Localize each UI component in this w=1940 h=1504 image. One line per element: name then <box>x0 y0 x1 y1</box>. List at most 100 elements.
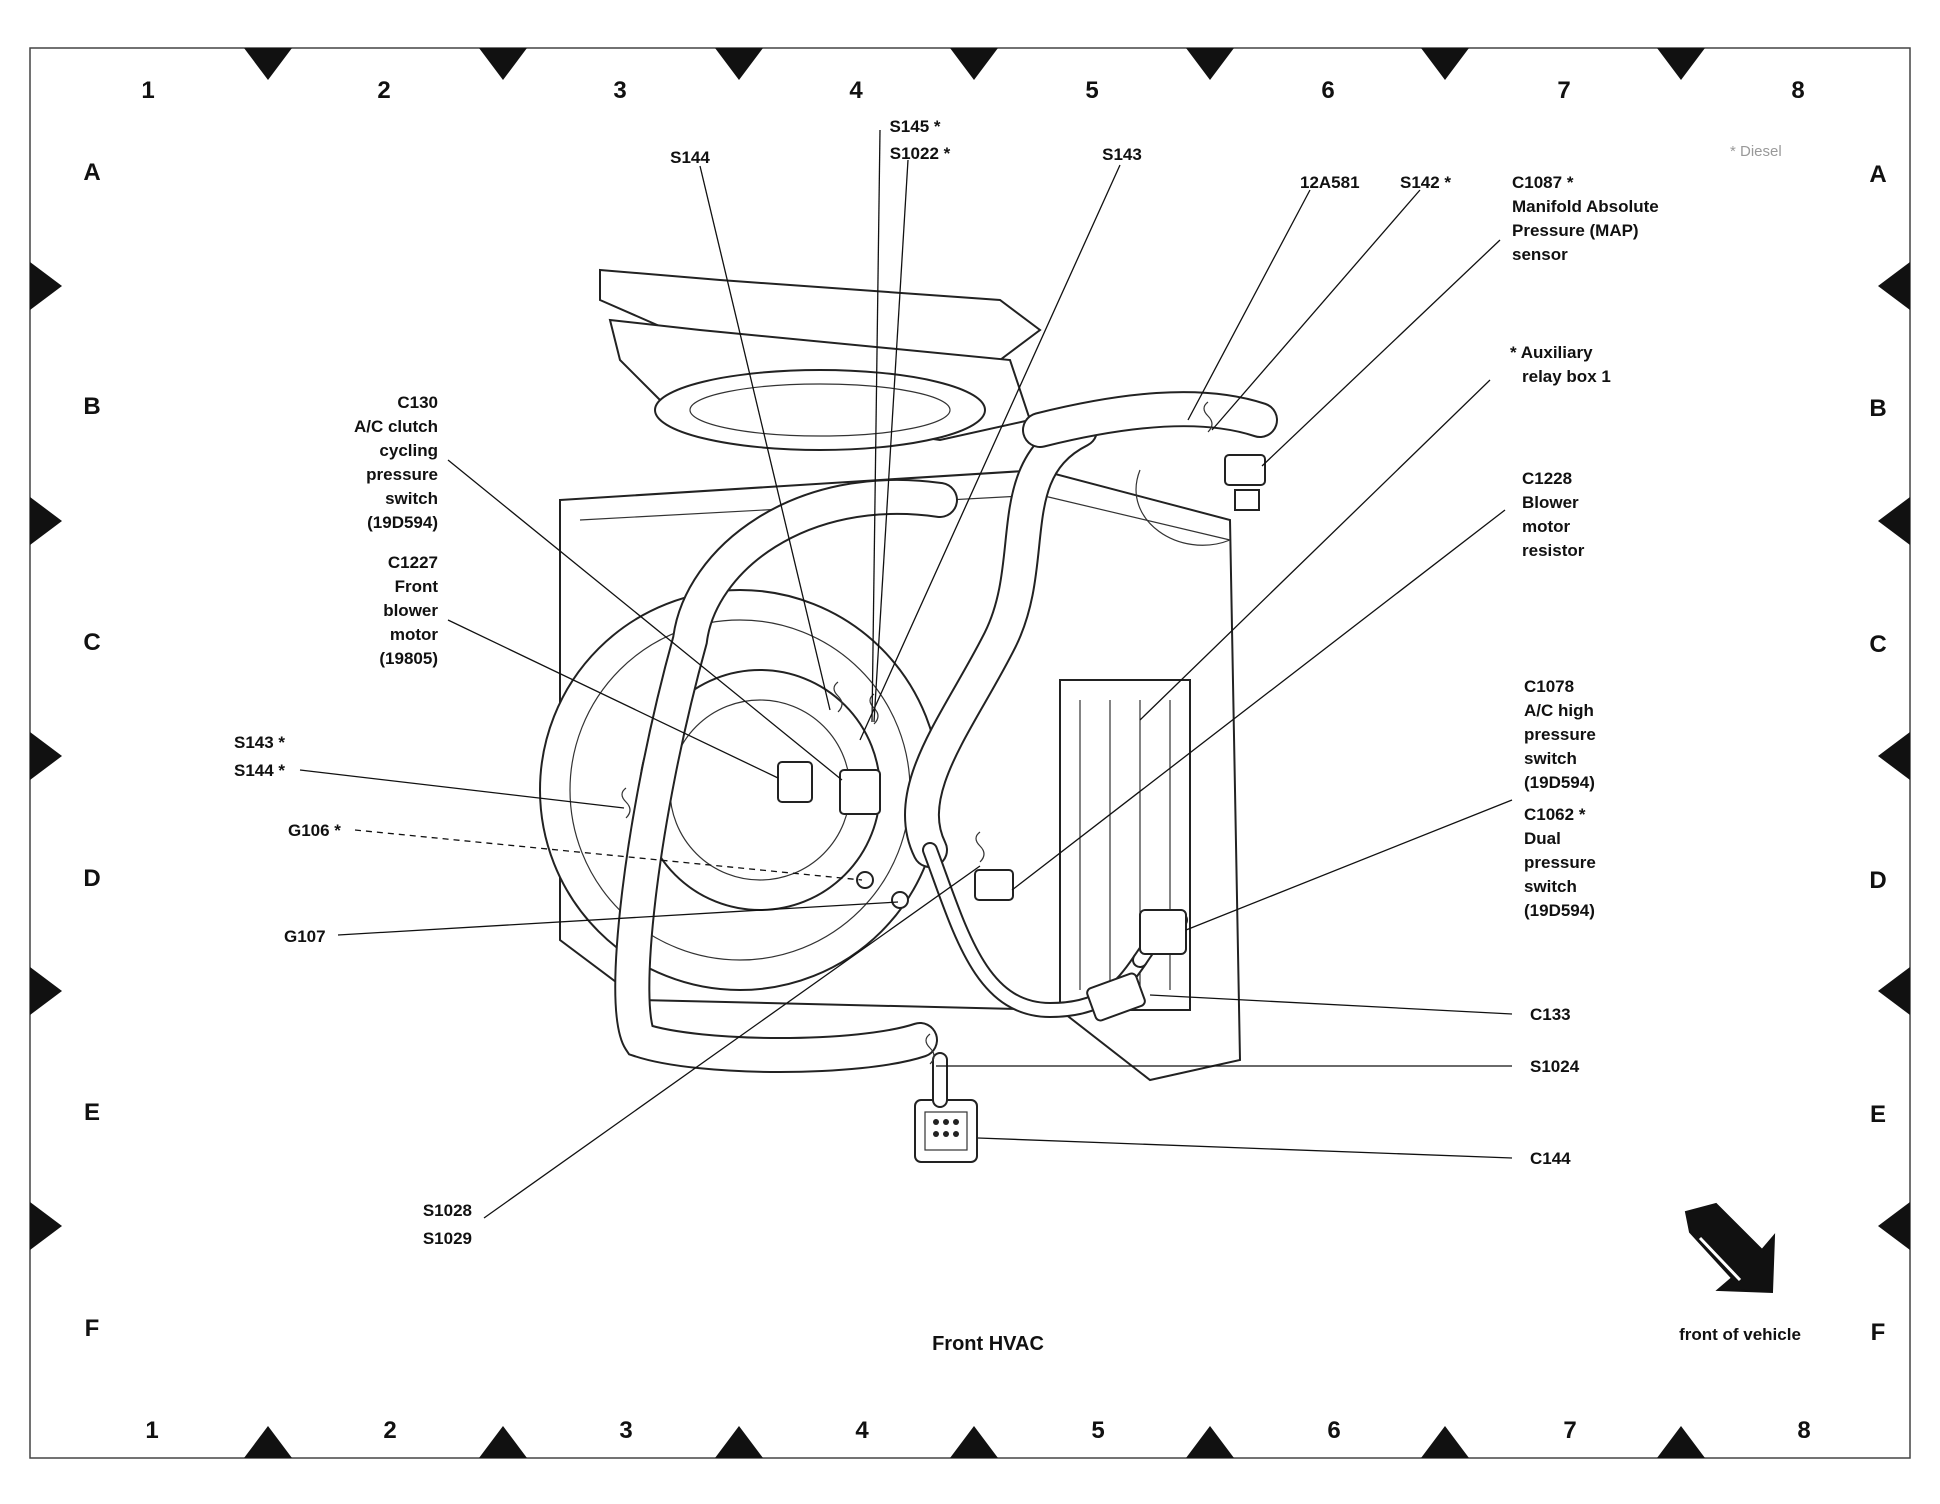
callout-g106: G106 * <box>288 821 341 840</box>
svg-text:pressure: pressure <box>366 465 438 484</box>
ground-terminal-g106 <box>856 871 874 889</box>
col-label-5-bottom: 5 <box>1091 1417 1104 1444</box>
right-row-letters: A B C D E F <box>1869 161 1886 1346</box>
bottom-grid-markers <box>244 1426 1705 1458</box>
svg-text:Manifold Absolute: Manifold Absolute <box>1512 197 1659 216</box>
row-label-a: A <box>83 159 100 186</box>
col-label-5: 5 <box>1085 77 1098 104</box>
hvac-assembly-illustration <box>539 268 1278 1163</box>
svg-text:A/C clutch: A/C clutch <box>354 417 438 436</box>
svg-text:C130: C130 <box>397 393 438 412</box>
callout-s1028: S1028 <box>423 1201 472 1220</box>
blower-motor-connector <box>777 761 813 803</box>
svg-text:(19D594): (19D594) <box>367 513 438 532</box>
front-of-vehicle-arrow-icon <box>1684 1202 1776 1294</box>
callout-s1022: S1022 * <box>890 144 951 163</box>
svg-text:switch: switch <box>1524 877 1577 896</box>
col-label-6-bottom: 6 <box>1327 1417 1340 1444</box>
corner-note: * Diesel <box>1730 143 1782 160</box>
col-label-6: 6 <box>1321 77 1334 104</box>
callout-s142: S142 * <box>1400 173 1451 192</box>
svg-text:* Auxiliary: * Auxiliary <box>1510 343 1593 362</box>
callout-c130: C130 A/C clutch cycling pressure switch … <box>354 393 438 532</box>
top-grid-markers <box>244 48 1705 80</box>
callout-c1062: C1062 * Dual pressure switch (19D594) <box>1524 805 1596 920</box>
bottom-column-numbers: 1 2 3 4 5 6 7 8 <box>145 1417 1810 1444</box>
callout-s143-top: S143 <box>1102 145 1142 164</box>
svg-text:switch: switch <box>1524 749 1577 768</box>
svg-text:(19D594): (19D594) <box>1524 773 1595 792</box>
col-label-2: 2 <box>377 77 390 104</box>
callout-labels: S144 S145 * S1022 * S143 12A581 S142 * C… <box>234 117 1659 1248</box>
svg-text:(19805): (19805) <box>379 649 438 668</box>
splice-s144-mark <box>833 681 843 713</box>
col-label-3-bottom: 3 <box>619 1417 632 1444</box>
top-column-numbers: 1 2 3 4 5 6 7 8 <box>141 77 1804 104</box>
svg-text:(19D594): (19D594) <box>1524 901 1595 920</box>
right-grid-markers <box>1878 262 1910 1250</box>
col-label-1: 1 <box>141 77 154 104</box>
callout-s144-top: S144 <box>670 148 710 167</box>
row-label-e: E <box>84 1099 100 1126</box>
map-sensor-connector <box>1224 454 1266 486</box>
callout-g107: G107 <box>284 927 326 946</box>
col-label-1-bottom: 1 <box>145 1417 158 1444</box>
plenum-top <box>599 268 1042 362</box>
row-label-e-right: E <box>1870 1101 1886 1128</box>
svg-text:C1227: C1227 <box>388 553 438 572</box>
svg-text:Blower: Blower <box>1522 493 1579 512</box>
air-outlet-ring <box>654 369 986 451</box>
callout-aux-relay-box: * Auxiliary relay box 1 <box>1510 343 1611 386</box>
splice-s1028-mark <box>975 831 985 863</box>
callout-12a581: 12A581 <box>1300 173 1360 192</box>
callout-s1029: S1029 <box>423 1229 472 1248</box>
callout-c1228: C1228 Blower motor resistor <box>1522 469 1585 560</box>
col-label-8: 8 <box>1791 77 1804 104</box>
diagram-title: Front HVAC <box>932 1333 1044 1355</box>
leader-lines <box>299 129 1513 1219</box>
map-sensor-plug <box>1234 489 1260 511</box>
callout-c133: C133 <box>1530 1005 1571 1024</box>
svg-text:pressure: pressure <box>1524 725 1596 744</box>
splice-s142-mark <box>1203 401 1213 433</box>
row-label-c-right: C <box>1869 631 1886 658</box>
left-grid-markers <box>30 262 62 1250</box>
callout-c1087: C1087 * Manifold Absolute Pressure (MAP)… <box>1512 173 1659 264</box>
row-label-f: F <box>85 1315 100 1342</box>
col-label-7-bottom: 7 <box>1563 1417 1576 1444</box>
svg-text:sensor: sensor <box>1512 245 1568 264</box>
row-label-b: B <box>83 393 100 420</box>
svg-text:cycling: cycling <box>379 441 438 460</box>
row-label-a-right: A <box>1869 161 1886 188</box>
callout-s144-left: S144 * <box>234 761 285 780</box>
row-label-c: C <box>83 629 100 656</box>
svg-text:C1078: C1078 <box>1524 677 1574 696</box>
row-label-d: D <box>83 865 100 892</box>
left-row-letters: A B C D E F <box>83 159 100 1342</box>
svg-text:switch: switch <box>385 489 438 508</box>
col-label-4-bottom: 4 <box>855 1417 869 1444</box>
svg-text:pressure: pressure <box>1524 853 1596 872</box>
svg-text:Pressure (MAP): Pressure (MAP) <box>1512 221 1639 240</box>
svg-text:C1087 *: C1087 * <box>1512 173 1574 192</box>
callout-c144: C144 <box>1530 1149 1571 1168</box>
svg-text:blower: blower <box>383 601 438 620</box>
high-pressure-switch-connector <box>1139 909 1187 955</box>
row-label-d-right: D <box>1869 867 1886 894</box>
resistor-connector <box>974 869 1014 901</box>
col-label-2-bottom: 2 <box>383 1417 396 1444</box>
svg-text:relay box 1: relay box 1 <box>1522 367 1611 386</box>
svg-text:motor: motor <box>1522 517 1571 536</box>
svg-text:resistor: resistor <box>1522 541 1585 560</box>
clutch-switch-connector <box>839 769 881 815</box>
callout-s1024: S1024 <box>1530 1057 1580 1076</box>
ground-terminal-g107 <box>891 891 909 909</box>
row-label-b-right: B <box>1869 395 1886 422</box>
svg-text:Front: Front <box>395 577 439 596</box>
callout-s143-left: S143 * <box>234 733 285 752</box>
callout-c1078: C1078 A/C high pressure switch (19D594) <box>1524 677 1596 792</box>
splice-s1024-mark <box>925 1033 935 1065</box>
c133-connector <box>1086 972 1146 1022</box>
front-of-vehicle-label: front of vehicle <box>1679 1325 1801 1344</box>
